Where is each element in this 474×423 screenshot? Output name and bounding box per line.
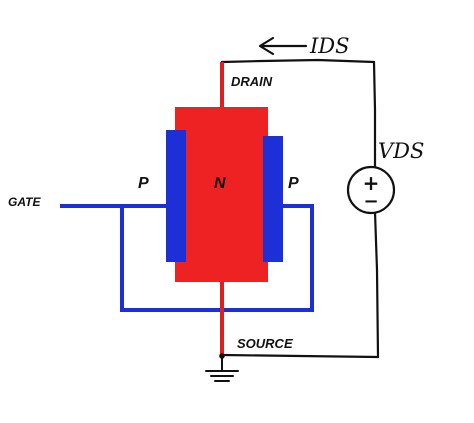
current-arrow [258, 36, 308, 56]
n-channel-region [175, 107, 268, 282]
voltage-label: VDS [378, 139, 424, 163]
circuit-wire-right-lower [373, 210, 380, 359]
ground-junction-dot [219, 353, 225, 359]
current-label: IDS [309, 34, 350, 58]
battery-circle [346, 165, 396, 215]
p-region-right [263, 136, 283, 262]
gate-loop-wire [120, 204, 314, 312]
gate-wire [60, 204, 314, 312]
p-right-label: P [288, 175, 299, 192]
circuit-wire-bottom [221, 353, 380, 359]
circuit-wire-top [220, 58, 376, 64]
circuit-wire-right-upper [372, 60, 377, 170]
drain-label: DRAIN [231, 74, 273, 89]
p-region-left [166, 130, 186, 262]
gate-label: GATE [8, 195, 41, 209]
ground-icon [205, 354, 239, 382]
battery-minus-sign: − [363, 191, 378, 212]
n-channel-label: N [214, 175, 226, 192]
p-left-label: P [138, 175, 149, 192]
battery-symbol: + − [346, 165, 396, 215]
source-label: SOURCE [237, 336, 293, 351]
battery-plus-sign: + [363, 171, 380, 195]
